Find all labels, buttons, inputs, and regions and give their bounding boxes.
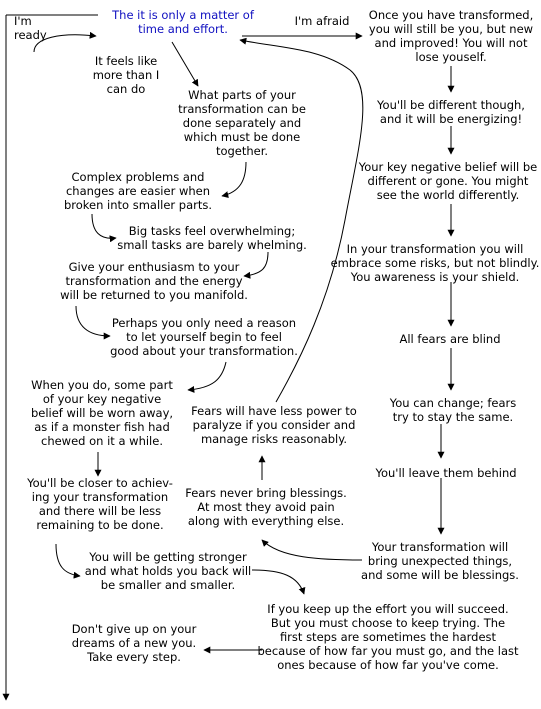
node-start: The it is only a matter of time and effo…	[112, 8, 254, 36]
node-complex: Complex problems and changes are easier …	[63, 170, 213, 212]
arrow-closer-to-stronger	[55, 543, 81, 579]
node-still-you: Once you have transformed, you will stil…	[368, 8, 534, 64]
arrow-big-to-enthusiasm	[243, 251, 269, 279]
arrow-unexpected-to-never	[261, 539, 363, 561]
arrow-enthusiasm-to-reason	[75, 305, 111, 340]
node-monster: When you do, some part of your key negat…	[30, 378, 174, 448]
arrow-ready-to-start	[33, 31, 97, 53]
arrow-parts-to-complex	[221, 161, 247, 199]
node-afraid: I'm afraid	[294, 14, 350, 28]
node-feels-more: It feels like more than I can do	[92, 54, 160, 96]
node-different: You'll be different though, and it will …	[377, 98, 525, 126]
node-parts: What parts of your transformation can be…	[178, 88, 306, 158]
node-dont-give-up: Don't give up on your dreams of a new yo…	[71, 622, 197, 664]
node-belief-gone: Your key negative belief will be differe…	[358, 160, 538, 202]
node-can-change: You can change; fears try to stay the sa…	[389, 396, 517, 424]
node-never-bless: Fears never bring blessings. At most the…	[185, 486, 347, 528]
node-stronger: You will be getting stronger and what ho…	[84, 550, 252, 592]
node-enthusiasm: Give your enthusiasm to your transformat…	[60, 260, 248, 302]
arrow-reason-to-monster	[187, 361, 227, 393]
node-ready: I'm ready	[14, 14, 47, 42]
arrow-complex-to-big	[91, 213, 117, 243]
node-unexpected: Your transformation will bring unexpecte…	[361, 540, 519, 582]
arrow-power-to-start	[239, 37, 364, 403]
node-fears-blind: All fears are blind	[399, 332, 501, 346]
node-risks: In your transformation you will embrace …	[330, 242, 540, 284]
arrow-start-to-parts	[171, 41, 199, 87]
node-reason: Perhaps you only need a reason to let yo…	[110, 316, 298, 358]
arrow-stronger-to-effort	[251, 569, 306, 595]
node-leave-behind: You'll leave them behind	[375, 466, 517, 480]
node-big-tasks: Big tasks feel overwhelming; small tasks…	[117, 224, 307, 252]
node-keep-effort: If you keep up the effort you will succe…	[257, 602, 519, 672]
node-less-power: Fears will have less power to paralyze i…	[191, 404, 357, 446]
node-closer: You'll be closer to achiev- ing your tra…	[27, 476, 173, 532]
